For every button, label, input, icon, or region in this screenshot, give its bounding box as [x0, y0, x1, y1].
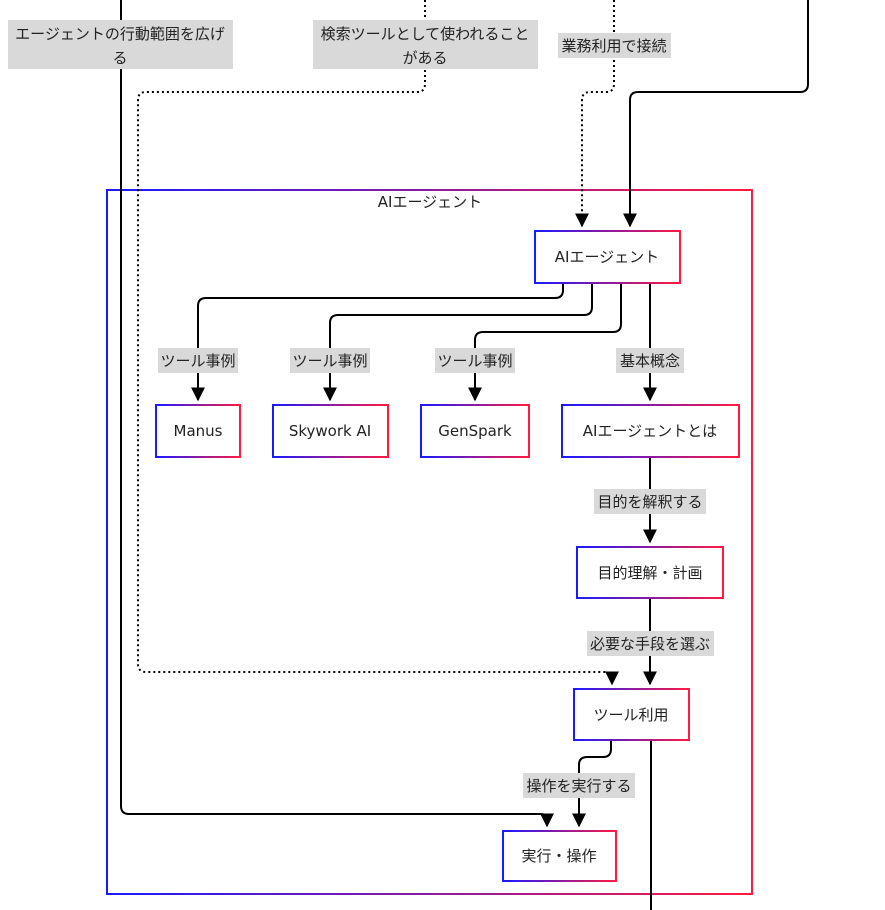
svg-text:ツール利用: ツール利用 [593, 706, 668, 724]
node-tool-use[interactable]: ツール利用 [573, 688, 690, 741]
edge-external [623, 0, 809, 228]
svg-text:GenSpark: GenSpark [438, 422, 512, 440]
edge-skywork [323, 283, 593, 402]
label-example-skywork: ツール事例 [290, 348, 370, 373]
node-genspark[interactable]: GenSpark [420, 404, 530, 458]
node-manus[interactable]: Manus [155, 404, 241, 458]
edge-business [575, 0, 615, 228]
svg-text:ツール事例: ツール事例 [160, 352, 235, 370]
svg-text:目的を解釈する: 目的を解釈する [597, 493, 702, 511]
edge-genspark [468, 283, 622, 402]
node-about-ai-agent[interactable]: AIエージェントとは [561, 404, 740, 458]
svg-text:Skywork AI: Skywork AI [289, 422, 371, 440]
label-example-genspark: ツール事例 [435, 348, 515, 373]
svg-text:AIエージェントとは: AIエージェントとは [583, 422, 717, 440]
cluster-ai-agent [106, 189, 753, 895]
node-execution[interactable]: 実行・操作 [502, 830, 617, 882]
label-business: 業務利用で接続 [558, 33, 671, 58]
cluster-title: AIエージェント [378, 193, 482, 211]
label-choose: 必要な手段を選ぶ [587, 631, 714, 656]
svg-text:基本概念: 基本概念 [620, 352, 680, 370]
node-skywork-ai[interactable]: Skywork AI [272, 404, 389, 458]
svg-text:検索ツールとして使われること: 検索ツールとして使われること [321, 25, 530, 43]
svg-text:る: る [112, 49, 127, 67]
svg-text:業務利用で接続: 業務利用で接続 [561, 37, 666, 55]
edge-search-tool [137, 0, 619, 686]
edge-execute [572, 740, 612, 828]
svg-text:エージェントの行動範囲を広げ: エージェントの行動範囲を広げ [15, 25, 225, 43]
label-example-manus: ツール事例 [158, 348, 238, 373]
svg-text:実行・操作: 実行・操作 [521, 847, 596, 865]
svg-text:ツール事例: ツール事例 [292, 352, 367, 370]
svg-text:操作を実行する: 操作を実行する [526, 777, 631, 795]
label-search-tool: 検索ツールとして使われること がある [313, 20, 538, 69]
svg-text:必要な手段を選ぶ: 必要な手段を選ぶ [590, 635, 710, 653]
svg-text:AIエージェント: AIエージェント [555, 248, 659, 266]
label-interpret: 目的を解釈する [594, 489, 706, 514]
label-concept: 基本概念 [616, 348, 684, 373]
svg-text:Manus: Manus [174, 422, 223, 440]
svg-text:ツール事例: ツール事例 [437, 352, 512, 370]
node-ai-agent[interactable]: AIエージェント [534, 230, 681, 284]
label-execute: 操作を実行する [523, 773, 635, 798]
label-extend-range: エージェントの行動範囲を広げ る [8, 20, 233, 69]
svg-text:目的理解・計画: 目的理解・計画 [597, 564, 702, 582]
svg-text:がある: がある [402, 49, 447, 67]
edge-extend-range [120, 0, 554, 828]
node-goal-planning[interactable]: 目的理解・計画 [576, 546, 724, 599]
edge-manus [191, 283, 564, 402]
